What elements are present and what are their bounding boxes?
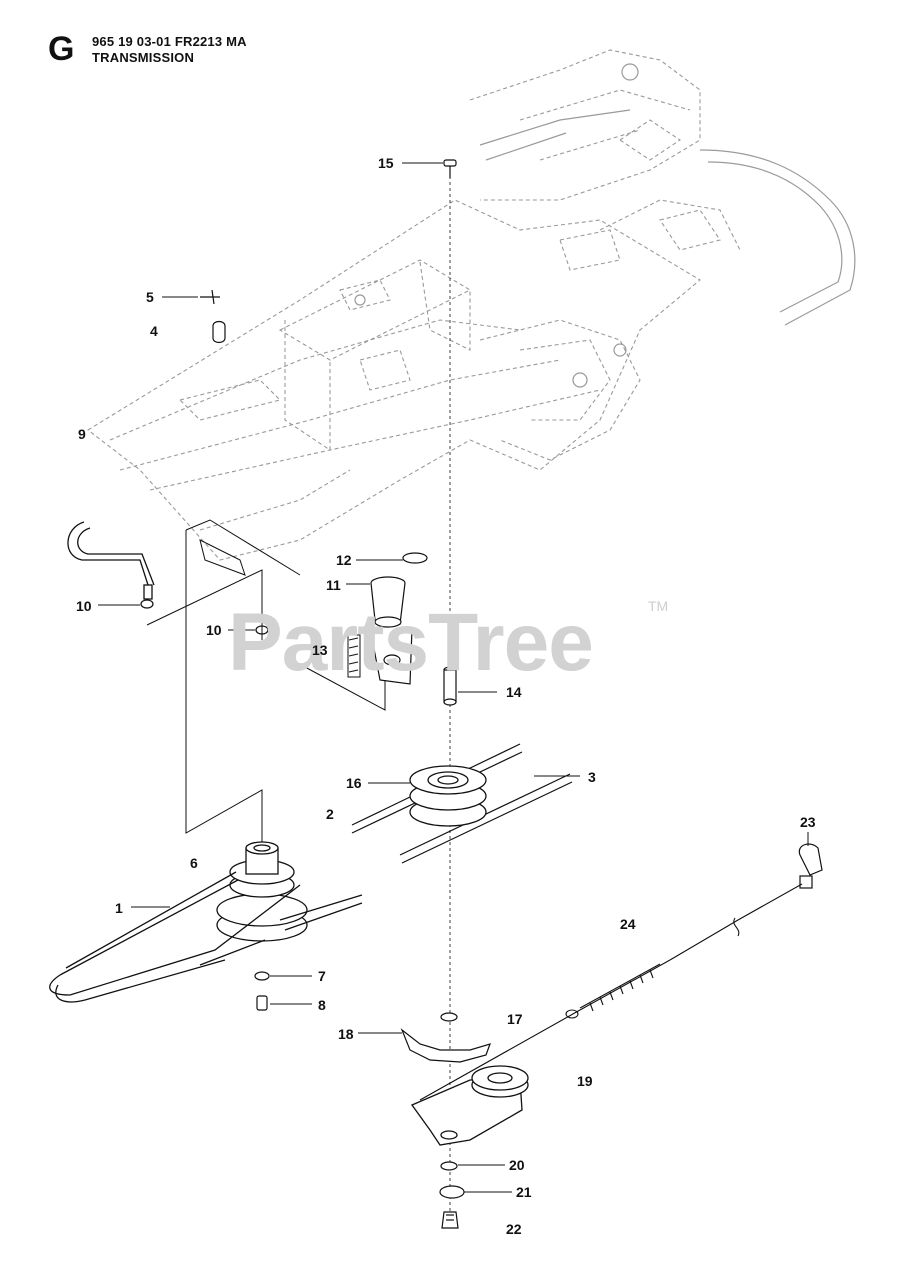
engine-belt-part-1 — [49, 871, 363, 1003]
callout-9: 9 — [78, 426, 86, 442]
callout-6: 6 — [190, 855, 198, 871]
callout-21: 21 — [516, 1184, 532, 1200]
control-rod-part-9 — [67, 521, 155, 600]
diagram-model-number: 965 19 03-01 FR2213 MA — [92, 34, 247, 49]
watermark: PartsTree — [228, 597, 594, 688]
callout-17: 17 — [507, 1011, 523, 1027]
bracket-linkage — [146, 519, 301, 845]
callout-12: 12 — [336, 552, 352, 568]
callout-1: 1 — [115, 900, 123, 916]
tractor-frame-rail — [354, 63, 856, 388]
bushing-part-4 — [212, 320, 226, 344]
spacer-part-14 — [443, 666, 457, 706]
pin-part-5 — [200, 289, 220, 305]
callout-20: 20 — [509, 1157, 525, 1173]
bolt-part-22 — [441, 1211, 459, 1229]
washer-part-7 — [254, 971, 270, 981]
callout-2: 2 — [326, 806, 334, 822]
tractor-frame-outline — [87, 49, 741, 561]
spring-part-13 — [304, 634, 386, 711]
watermark-trademark: TM — [648, 598, 669, 614]
callout-14: 14 — [506, 684, 522, 700]
clip-part-12 — [402, 552, 428, 564]
diagram-title: TRANSMISSION — [92, 50, 195, 65]
washer-part-20 — [440, 1161, 458, 1171]
sleeve-part-11 — [369, 576, 413, 685]
plate-part-18 — [400, 1028, 491, 1063]
washer-part-17 — [440, 1012, 458, 1022]
callout-19: 19 — [577, 1073, 593, 1089]
callout-16: 16 — [346, 775, 362, 791]
idler-pulley-part-16 — [409, 765, 487, 827]
callout-11: 11 — [326, 577, 341, 593]
control-cable-part-24 — [419, 883, 803, 1101]
callout-24: 24 — [620, 916, 636, 932]
bolt-part-15 — [443, 159, 457, 178]
callout-3: 3 — [588, 769, 596, 785]
callout-22: 22 — [506, 1221, 522, 1237]
callout-10b: 10 — [206, 622, 222, 638]
washer-part-21 — [439, 1185, 465, 1199]
callout-15: 15 — [378, 155, 394, 171]
callout-leader-lines — [98, 162, 809, 1193]
callout-18: 18 — [338, 1026, 354, 1042]
callout-5: 5 — [146, 289, 154, 305]
callout-7: 7 — [318, 968, 326, 984]
engine-pulley-part-6 — [216, 841, 308, 942]
callout-23: 23 — [800, 814, 816, 830]
tension-spring-part-24 — [565, 963, 661, 1019]
idler-arm-part-19 — [410, 1065, 529, 1146]
callout-13: 13 — [312, 642, 328, 658]
callout-8: 8 — [318, 997, 326, 1013]
callout-10a: 10 — [76, 598, 92, 614]
cable-clamp-part-23 — [798, 843, 823, 889]
section-letter: G — [48, 30, 75, 68]
bolt-part-8 — [256, 995, 268, 1011]
callout-4: 4 — [150, 323, 158, 339]
